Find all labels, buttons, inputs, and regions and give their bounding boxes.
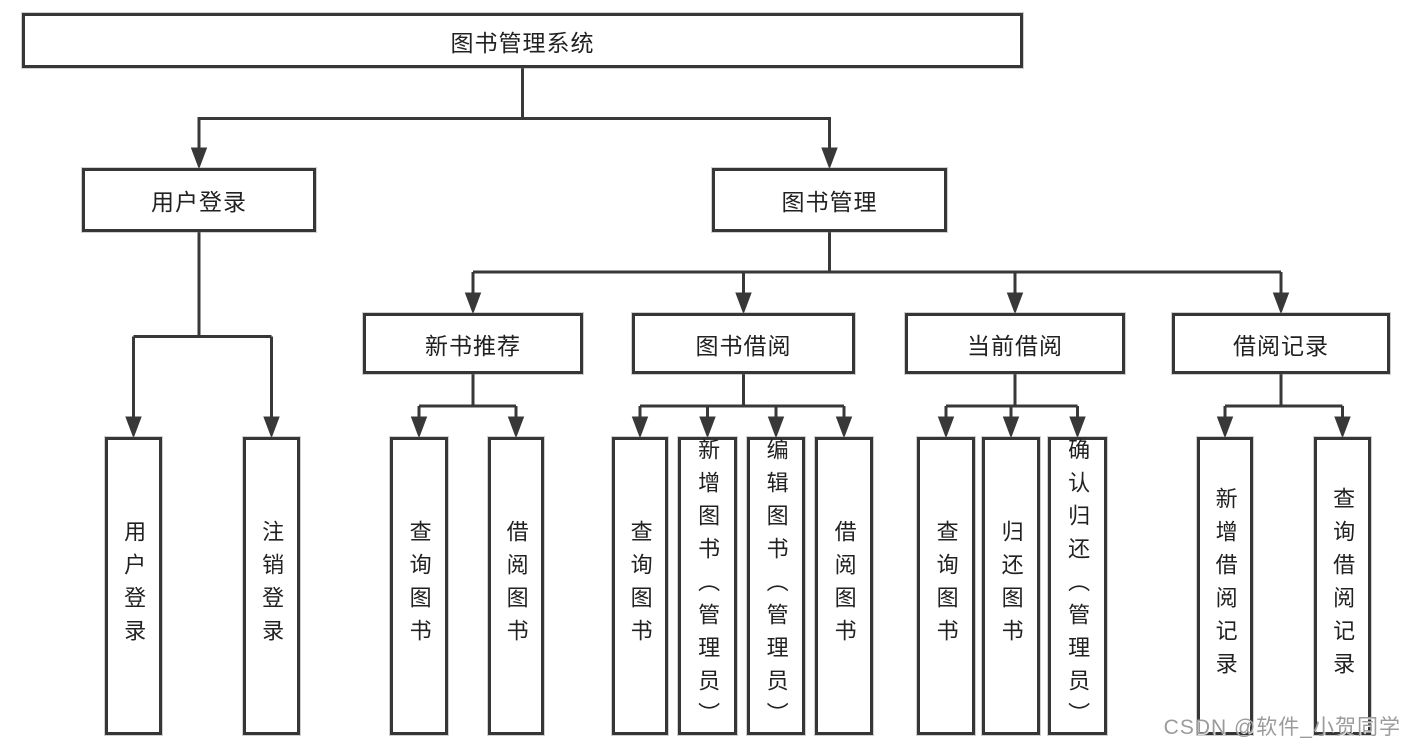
- node-label: 查询图书: [933, 520, 959, 652]
- leaf-user-login: 用户登录: [105, 437, 162, 735]
- node-library-management-system: 图书管理系统: [22, 13, 1023, 68]
- node-label: 查询借阅记录: [1330, 487, 1356, 685]
- leaf-add-books-admin: 新增图书（管理员）: [678, 437, 737, 735]
- node-borrowing-records: 借阅记录: [1172, 313, 1390, 374]
- node-label: 用户登录: [121, 520, 147, 652]
- node-label: 归还图书: [998, 520, 1024, 652]
- node-new-book-recommendation: 新书推荐: [363, 313, 583, 374]
- leaf-query-books-current: 查询图书: [917, 437, 975, 735]
- leaf-confirm-return-admin: 确认归还（管理员）: [1048, 437, 1107, 735]
- leaf-query-borrow-record: 查询借阅记录: [1314, 437, 1371, 735]
- node-label: 新书推荐: [425, 332, 521, 359]
- node-label: 当前借阅: [967, 332, 1063, 359]
- node-label: 查询图书: [627, 520, 653, 652]
- leaf-borrow-books: 借阅图书: [815, 437, 873, 735]
- node-label: 借阅图书: [503, 520, 529, 652]
- leaf-edit-books-admin: 编辑图书（管理员）: [747, 437, 805, 735]
- node-label: 图书管理系统: [450, 29, 595, 56]
- leaf-query-books-borrow: 查询图书: [612, 437, 668, 735]
- node-label: 图书借阅: [695, 332, 792, 359]
- leaf-logout: 注销登录: [243, 437, 300, 735]
- node-label: 编辑图书（管理员）: [763, 437, 789, 735]
- node-user-login: 用户登录: [82, 168, 316, 232]
- node-label: 查询图书: [406, 520, 432, 652]
- csdn-watermark: CSDN @软件_小贺同学: [1163, 716, 1401, 739]
- leaf-query-books-recommend: 查询图书: [390, 437, 448, 735]
- node-label: 用户登录: [151, 189, 247, 215]
- leaf-borrow-books-recommend: 借阅图书: [488, 437, 544, 735]
- node-book-borrowing: 图书借阅: [632, 313, 855, 374]
- node-current-borrowing: 当前借阅: [905, 313, 1125, 374]
- node-label: 注销登录: [259, 520, 285, 652]
- node-label: 图书管理: [781, 189, 878, 215]
- node-label: 新增图书（管理员）: [695, 437, 721, 735]
- node-label: 借阅记录: [1233, 332, 1329, 359]
- node-book-management: 图书管理: [712, 168, 947, 232]
- node-label: 确认归还（管理员）: [1065, 437, 1091, 735]
- node-label: 借阅图书: [831, 520, 857, 652]
- node-label: 新增借阅记录: [1212, 487, 1238, 685]
- leaf-return-books: 归还图书: [982, 437, 1040, 735]
- leaf-add-borrow-record: 新增借阅记录: [1197, 437, 1253, 735]
